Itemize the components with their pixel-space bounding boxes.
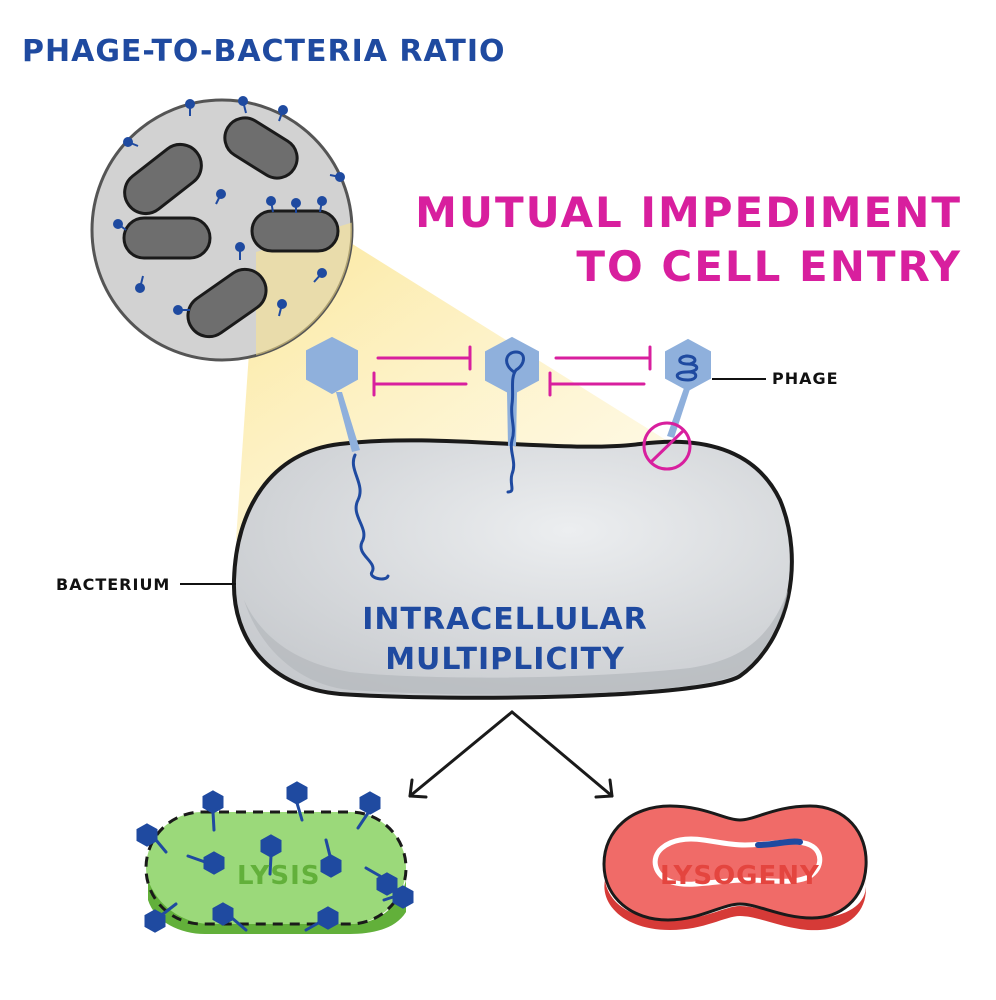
phage-icon [329,172,345,182]
phage-icon [135,275,145,293]
mutual-impediment-heading: MUTUAL IMPEDIMENT TO CELL ENTRY [415,186,962,294]
intracellular-multiplicity-label: INTRACELLULAR MULTIPLICITY [300,600,710,680]
phage-icon [136,823,168,854]
prophage-segment [755,838,803,848]
phage-icon [313,268,327,283]
phage-icon [304,906,339,932]
phage-icon [113,219,127,231]
phage-icon [278,105,288,122]
lysogeny-bacterium [602,804,868,931]
phage-icon [485,336,539,494]
phage-icon [266,196,276,213]
bacterium-icon [223,116,299,180]
phage-icon [235,242,245,260]
lysogeny-label: LYSOGENY [660,861,820,891]
intracellular-line-1: INTRACELLULAR [362,602,648,637]
phage-icon [144,902,178,933]
magnified-view [90,96,354,362]
plasmid-icon [652,836,823,887]
mutual-line-2: TO CELL ENTRY [576,242,962,291]
phage-icon [286,781,308,822]
lysis-bacterium [136,781,414,934]
bacterium-icon [122,216,212,260]
inhibition-arrow-icon [372,345,652,397]
phage-icon [382,885,414,909]
intracellular-line-2: MULTIPLICITY [385,642,625,677]
bacterium-label: BACTERIUM [56,575,171,594]
phage-label: PHAGE [772,369,839,388]
phage-icon [212,902,248,932]
phage-icon [202,790,224,832]
small-bacteria [122,116,340,339]
phage-icon [364,866,398,896]
released-phages [136,781,414,933]
phage-icon [317,196,327,213]
phage-icon [306,336,390,581]
small-phages [113,96,345,317]
mutual-line-1: MUTUAL IMPEDIMENT [415,188,962,237]
phage-icon [186,851,225,875]
phage-icon [665,338,711,438]
page-title: PHAGE-TO-BACTERIA RATIO [22,34,506,69]
phage-icon [277,299,287,317]
phage-icon [123,137,139,147]
phage-icon [291,198,301,213]
phage-icon [356,791,381,830]
phage-icon [215,189,226,205]
phage-icon [238,96,248,114]
outcome-arrows [408,710,614,799]
bacterium-icon [123,142,203,216]
phage-icon [173,305,190,315]
bacterium [231,438,794,700]
lysis-label: LYSIS [237,861,321,891]
bacterium-icon [186,267,268,339]
phage-icon [185,99,195,116]
bacterium-icon [250,209,340,253]
phage-icon [320,838,342,878]
phage-icon [260,834,282,876]
prohibited-icon [642,421,692,471]
